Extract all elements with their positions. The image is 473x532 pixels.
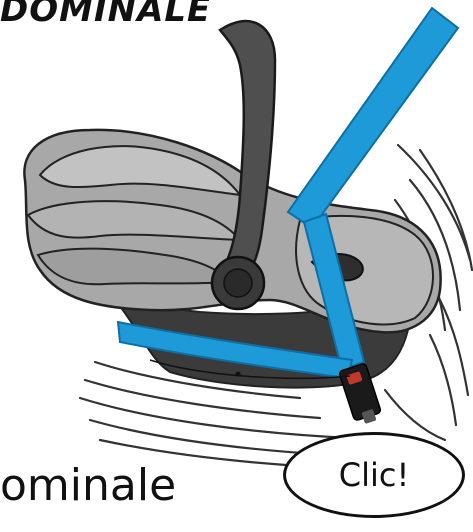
instruction-caption: ominale bbox=[0, 460, 177, 511]
click-speech-bubble: Clic! bbox=[283, 432, 465, 518]
base-edge bbox=[149, 359, 351, 380]
shoulder-belt bbox=[286, 6, 460, 230]
handle-pivot-inner bbox=[223, 268, 253, 298]
click-label: Clic! bbox=[338, 456, 410, 494]
instruction-heading: DOMINALE bbox=[0, 0, 212, 30]
belt-buckle bbox=[338, 363, 382, 424]
belt-strap bbox=[302, 212, 366, 372]
